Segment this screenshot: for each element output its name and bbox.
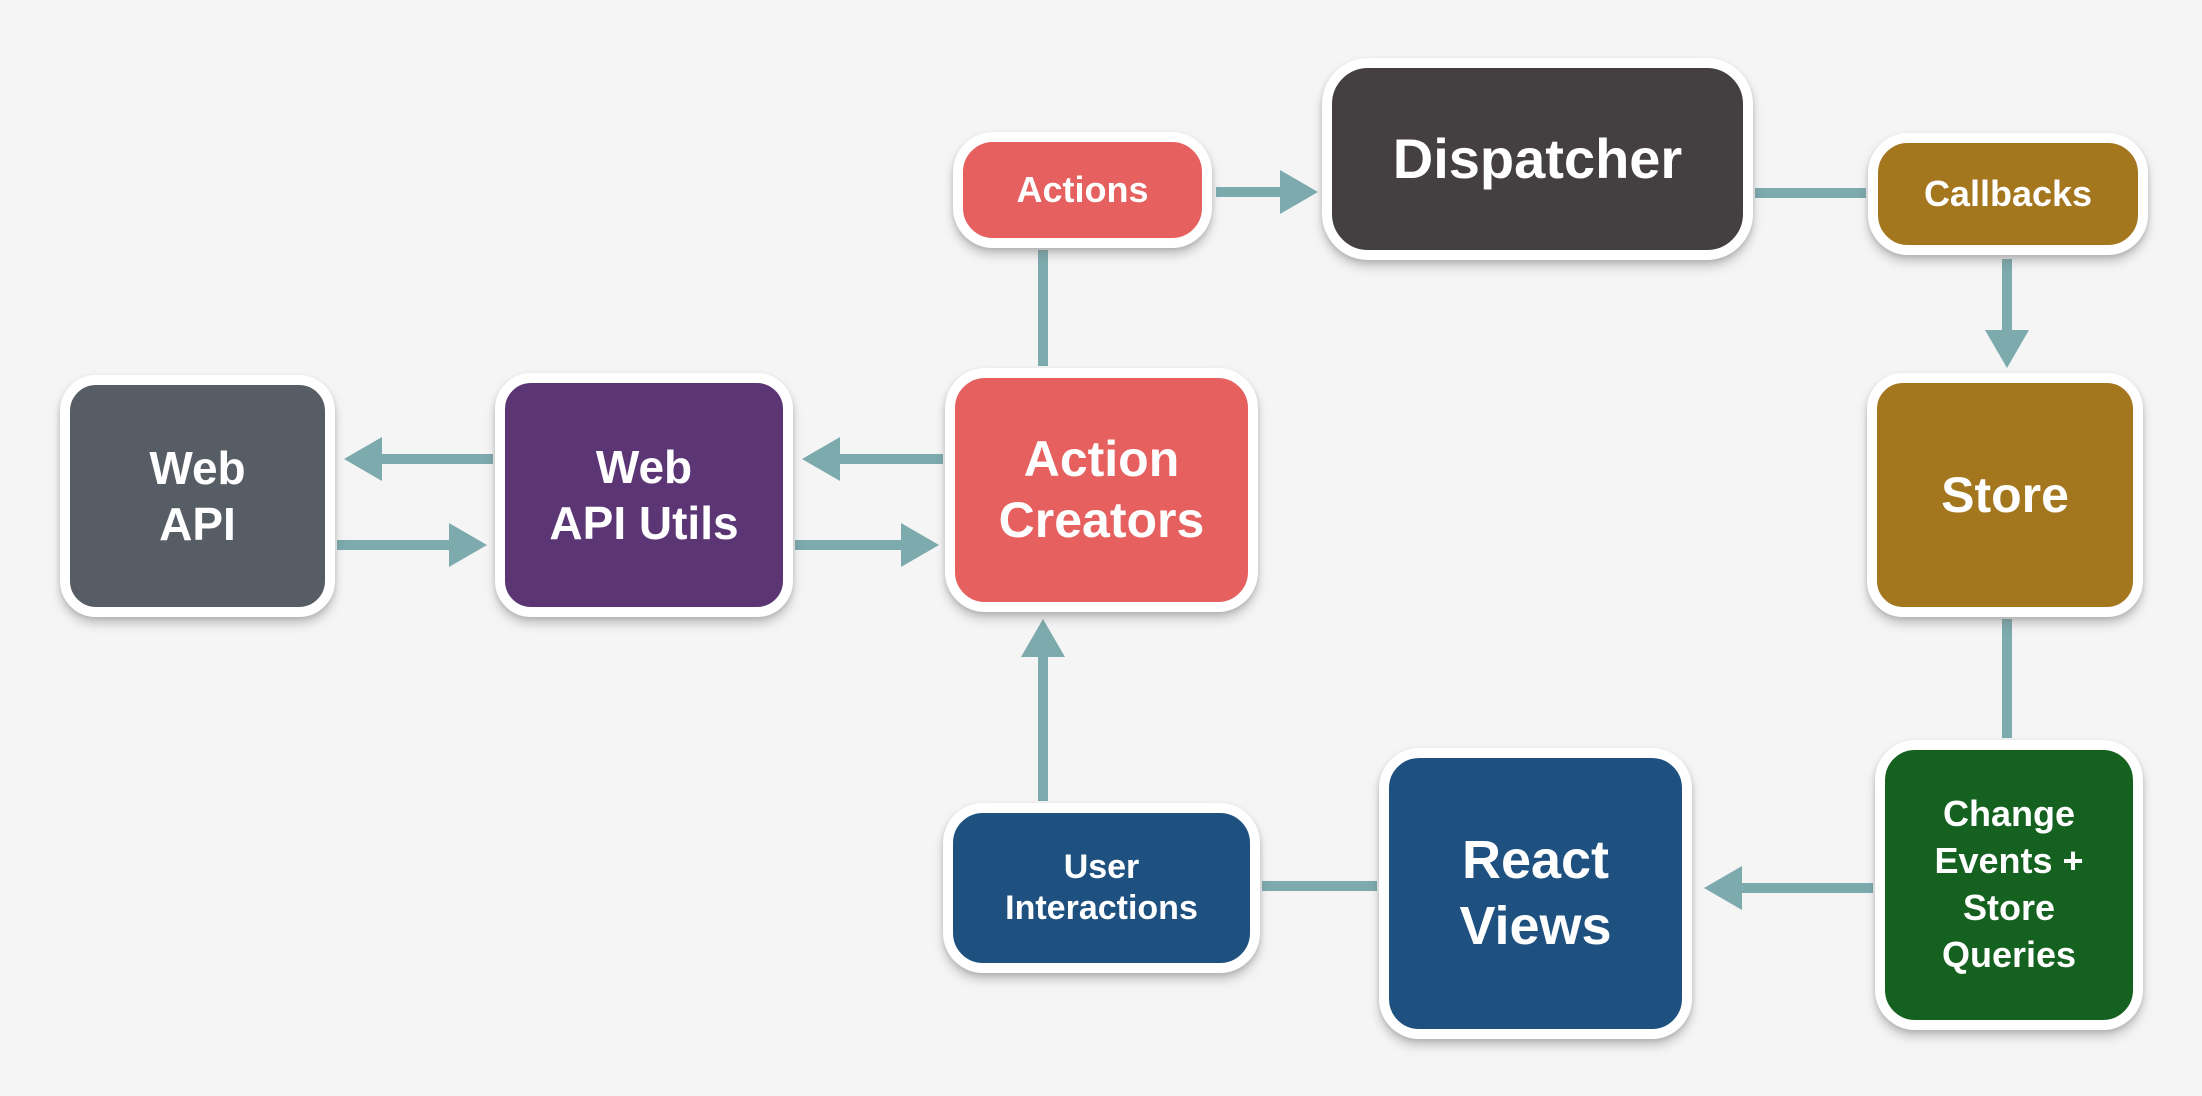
node-react-views-label: React Views [1459,829,1612,956]
node-user-interactions-label: User Interactions [1005,847,1198,927]
edge-change-events-to-react-views [1704,866,1873,910]
node-store: Store [1867,373,2143,617]
node-callbacks: Callbacks [1868,133,2148,255]
edge-user-interactions-to-action-creators [1021,619,1065,801]
node-action-creators: Action Creators [945,368,1258,612]
node-change-events-store-queries-label: Change Events + Store Queries [1934,793,2084,975]
node-actions: Actions [953,132,1212,248]
node-web-api-utils-label: Web API Utils [549,440,739,549]
node-web-api-label: Web API [149,441,246,550]
node-change-events-store-queries: Change Events + Store Queries [1875,740,2143,1030]
node-store-label: Store [1941,466,2069,523]
node-react-views: React Views [1379,748,1692,1039]
node-callbacks-label: Callbacks [1923,173,2093,215]
node-action-creators-label: Action Creators [998,431,1205,548]
node-user-interactions: User Interactions [943,803,1260,973]
edge-web-api-to-web-api-utils [337,523,487,567]
edge-callbacks-to-store [1985,259,2029,368]
node-web-api-utils: Web API Utils [495,373,793,617]
node-dispatcher: Dispatcher [1322,58,1753,260]
edge-action-creators-to-web-api-utils [802,437,943,481]
node-actions-label: Actions [1016,169,1149,211]
edge-web-api-utils-to-action-creators [795,523,939,567]
edge-actions-to-dispatcher [1216,170,1318,214]
edge-web-api-utils-to-web-api [344,437,493,481]
node-dispatcher-label: Dispatcher [1392,126,1683,190]
node-web-api: Web API [60,375,335,617]
